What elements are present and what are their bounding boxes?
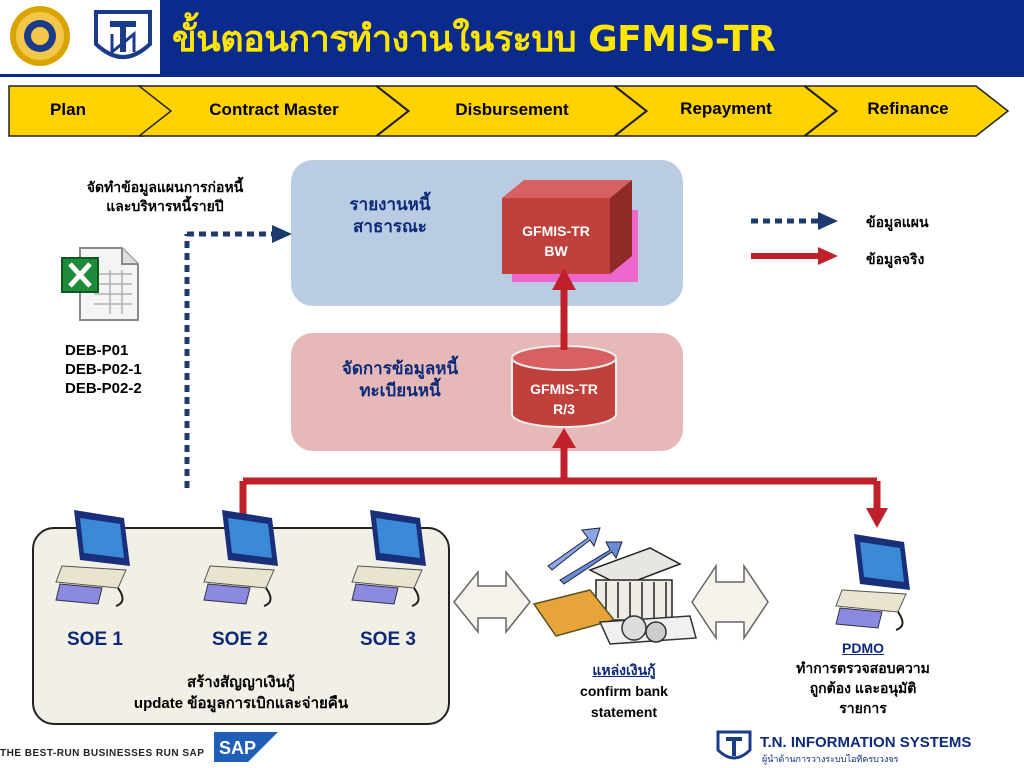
excel-file-list: DEB-P01 DEB-P02-1 DEB-P02-2 xyxy=(65,341,142,398)
bw-system-line1: GFMIS-TR xyxy=(522,223,590,239)
excel-file-name: DEB-P02-1 xyxy=(65,361,142,378)
pdmo-text: PDMO ทำการตรวจสอบความ ถูกต้อง และอนุมัติ… xyxy=(768,638,958,718)
legend-plan-arrow xyxy=(751,212,838,230)
funding-source-text: แหล่งเงินกู้ confirm bank statement xyxy=(556,660,692,723)
excel-file-name: DEB-P02-2 xyxy=(65,380,142,397)
excel-file-icon xyxy=(61,247,139,321)
computer-icon xyxy=(203,510,278,607)
r3-database-cylinder xyxy=(511,345,617,428)
step-label: Repayment xyxy=(680,99,772,118)
r3-system-line1: GFMIS-TR xyxy=(530,381,598,397)
plan-note-line1: จัดทำข้อมูลแผนการก่อหนี้ xyxy=(86,179,244,195)
sap-tagline: THE BEST-RUN BUSINESSES RUN SAP xyxy=(0,748,205,759)
r3-server-label: GFMIS-TR R/3 xyxy=(510,379,618,419)
debt-registry-box xyxy=(291,333,683,451)
legend-plan-label: ข้อมูลแผน xyxy=(866,214,929,230)
header-divider xyxy=(0,74,1024,77)
computer-icon xyxy=(351,510,426,607)
step-label: Contract Master xyxy=(209,100,339,119)
pdmo-line2: ถูกต้อง และอนุมัติ xyxy=(809,680,917,696)
org-logos xyxy=(10,6,152,66)
plan-data-arrow xyxy=(184,225,292,488)
public-debt-report-label: รายงานหนี้ สาธารณะ xyxy=(330,194,450,238)
funding-source-title: แหล่งเงินกู้ xyxy=(592,662,656,678)
step-repayment: Repayment xyxy=(614,85,838,137)
page-title: ขั้นตอนการทำงานในระบบ GFMIS-TR xyxy=(172,19,776,60)
actual-data-arrows xyxy=(239,268,888,528)
legend-actual-arrow xyxy=(751,247,838,265)
debt-registry-label: จัดการข้อมูลหนี้ ทะเบียนหนี้ xyxy=(310,358,490,402)
soe-description: สร้างสัญญาเงินกู้ update ข้อมูลการเบิกแล… xyxy=(60,672,422,714)
pdmo-line1: ทำการตรวจสอบความ xyxy=(796,660,930,676)
bank-building-icon xyxy=(532,527,697,645)
mid-box-line2: ทะเบียนหนี้ xyxy=(359,381,441,400)
pdmo-line3: รายการ xyxy=(839,700,887,716)
excel-file-name: DEB-P01 xyxy=(65,342,129,359)
pdmo-title: PDMO xyxy=(842,640,884,656)
plan-note-line2: และบริหารหนี้รายปี xyxy=(106,198,224,214)
bw-server-cube xyxy=(502,180,638,282)
company-name: T.N. INFORMATION SYSTEMS xyxy=(760,734,972,751)
double-arrow-right xyxy=(691,563,769,641)
step-refinance: Refinance xyxy=(804,85,1012,137)
soe-3-label: SOE 3 xyxy=(360,629,416,650)
soe-desc-line1: สร้างสัญญาเงินกู้ xyxy=(187,674,295,691)
bw-server-label: GFMIS-TR BW xyxy=(502,221,610,261)
step-label: Disbursement xyxy=(455,100,569,119)
sap-logo: SAP xyxy=(214,732,278,762)
plan-note: จัดทำข้อมูลแผนการก่อหนี้ และบริหารหนี้รา… xyxy=(40,178,290,216)
legend-actual-label: ข้อมูลจริง xyxy=(866,251,925,267)
bw-system-line2: BW xyxy=(544,243,568,259)
soe-2-label: SOE 2 xyxy=(212,629,268,650)
company-subtitle: ผู้นำด้านการวางระบบไอทีครบวงจร xyxy=(762,754,899,764)
step-label: Plan xyxy=(50,100,86,119)
mid-box-line1: จัดการข้อมูลหนี้ xyxy=(341,359,459,378)
funding-line2: statement xyxy=(590,704,658,720)
soe-1-label: SOE 1 xyxy=(67,629,123,650)
step-label: Refinance xyxy=(867,99,949,118)
top-box-line2: สาธารณะ xyxy=(353,217,427,236)
r3-system-line2: R/3 xyxy=(553,401,575,417)
top-box-line1: รายงานหนี้ xyxy=(349,195,431,214)
computer-icon xyxy=(55,510,130,607)
logo-area xyxy=(0,0,164,74)
tn-logo-icon xyxy=(716,730,752,760)
header-bar xyxy=(0,0,1024,74)
pdmo-computer-icon xyxy=(835,534,910,631)
soe-desc-line2: update ข้อมูลการเบิกและจ่ายคืน xyxy=(133,695,349,712)
double-arrow-left xyxy=(453,569,531,635)
sap-logo-text: SAP xyxy=(219,738,256,758)
step-contract-master: Contract Master xyxy=(138,85,410,137)
funding-line1: confirm bank xyxy=(580,683,668,699)
